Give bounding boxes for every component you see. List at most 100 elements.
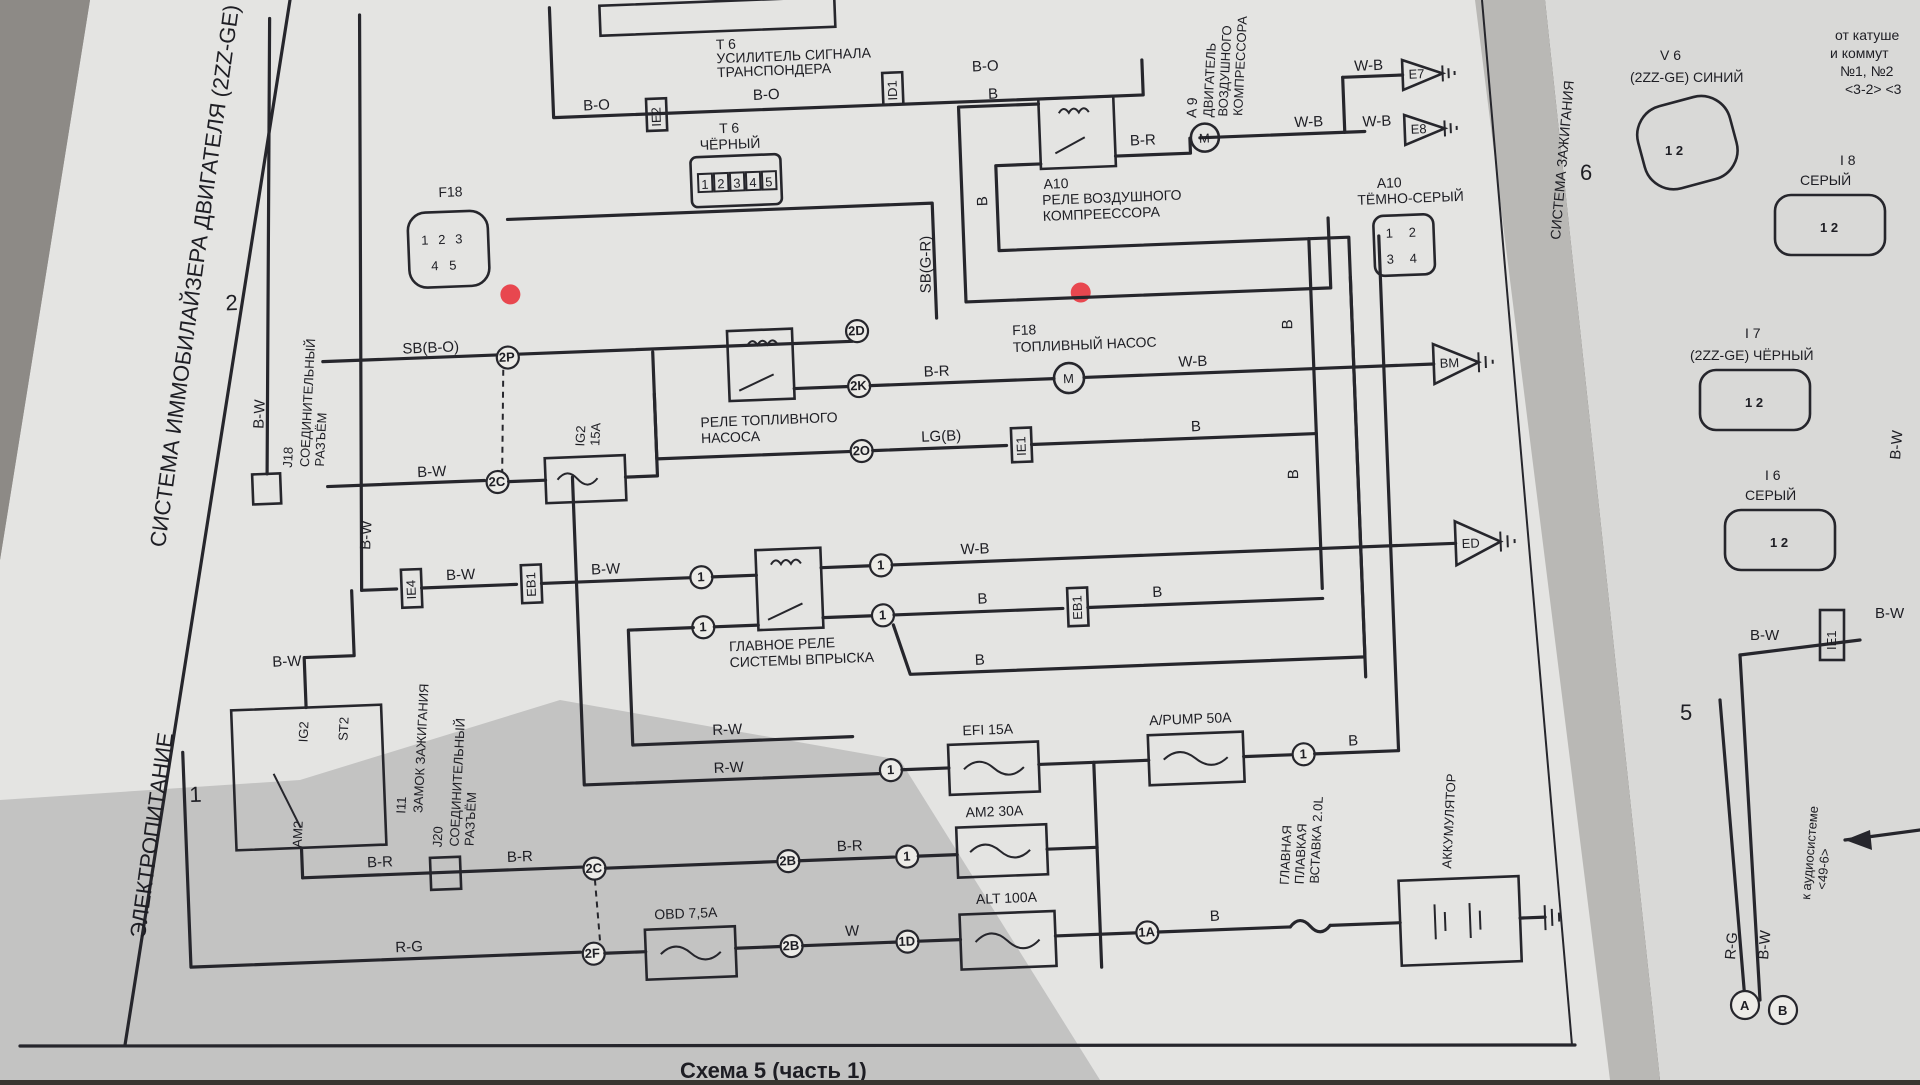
battery-label: АККУМУЛЯТОР <box>1439 773 1459 869</box>
wire-relay-sw-in <box>712 623 760 629</box>
id1-connector <box>880 70 905 107</box>
alt-fuse-label: ALT 100A <box>976 889 1038 907</box>
relay-coil-icon <box>770 558 802 567</box>
eb1-label-b: EB1 <box>1069 595 1085 620</box>
ig2-rating: 15A <box>587 422 603 446</box>
coil-note-4: <3-2> <3 <box>1845 81 1902 97</box>
svg-text:4: 4 <box>749 175 757 190</box>
wire-b-a10 <box>956 102 1333 304</box>
ground-wire <box>1341 75 1347 134</box>
wire-sbbo-left <box>321 353 500 364</box>
wire-bw-vertical-2 <box>357 13 364 592</box>
i7-connector-icon <box>1698 368 1812 432</box>
wire-label-br-pump: B-R <box>923 363 950 381</box>
pin-1a: 1A <box>1138 924 1156 940</box>
ground-symbol-icon <box>1443 120 1458 137</box>
v6-label: V 6 <box>1660 47 1681 63</box>
wire-label-bw-ign: B-W <box>272 653 303 671</box>
wire-label-bw-ie4: B-W <box>446 566 477 584</box>
ground-symbol-icon <box>1477 352 1494 373</box>
connector-link-dashed <box>593 879 602 947</box>
wire-br-pump <box>868 376 1056 388</box>
svg-text:2: 2 <box>717 176 725 191</box>
wire-label-sbgr: SB(G-R) <box>917 236 934 294</box>
right-ie1-label: IE1 <box>1824 630 1839 650</box>
svg-text:5: 5 <box>765 174 773 189</box>
wire-label-br-3: B-R <box>837 837 864 855</box>
audio-note-2: <49-6> <box>1814 848 1833 890</box>
fuse-element-icon <box>974 932 1041 950</box>
t6-connector-icon <box>689 152 784 209</box>
wire-label-bo-3: B-O <box>972 57 999 75</box>
wire-bw-main <box>539 576 693 586</box>
wire-b-eb1-out <box>1086 596 1325 610</box>
wire-ig2-out <box>302 589 356 710</box>
bottom-border-line <box>18 1043 1577 1048</box>
battery-cells-icon <box>1433 902 1482 940</box>
ie4-label: IE4 <box>403 580 419 600</box>
wire-bo-top <box>547 6 1145 120</box>
j18-name-2: РАЗЪЁМ <box>312 412 330 467</box>
wire-label-lgb: LG(B) <box>921 427 962 446</box>
wire-b-loop <box>891 275 1367 676</box>
wire-label-wb-ed: W-B <box>960 540 990 558</box>
hand-shadow <box>0 700 1100 1080</box>
section-number-1: 1 <box>189 782 202 807</box>
fuse-element-icon <box>969 843 1031 859</box>
wire-battery-ground <box>1518 915 1547 920</box>
svg-text:2: 2 <box>1408 225 1416 240</box>
i8-connector-icon <box>1773 193 1887 257</box>
wire-bw-j18 <box>326 478 487 489</box>
left-border-line <box>123 0 292 1047</box>
apump-fuse-label: A/PUMP 50A <box>1149 709 1232 728</box>
right-bw-1: B-W <box>1750 627 1780 644</box>
wire-br-am2 <box>797 855 896 863</box>
wire-label-b-a10-2: B <box>974 196 991 207</box>
svg-text:3: 3 <box>733 175 741 190</box>
i8-label: I 8 <box>1840 152 1856 168</box>
wire-obd-in <box>603 950 648 955</box>
ignition-key-icon <box>272 773 302 829</box>
wire-label-br-2: B-R <box>507 848 534 866</box>
fusible-link-icon <box>1288 918 1332 934</box>
wire-label-rw-2: R-W <box>713 759 744 777</box>
wire-b-apump <box>1313 234 1401 756</box>
connector-pin-2p <box>495 345 520 370</box>
i8-color: СЕРЫЙ <box>1800 171 1851 188</box>
svg-text:2: 2 <box>438 232 446 247</box>
i6-connector-icon <box>1723 508 1837 572</box>
ground-bm-icon <box>1431 342 1482 387</box>
wire-label-rw-1: R-W <box>712 721 743 739</box>
alt-fuse <box>958 909 1058 971</box>
pin-2d-a: 2D <box>848 323 865 339</box>
efi-fuse-label: EFI 15A <box>962 720 1014 738</box>
wire-label-bw-v1: B-W <box>250 398 268 429</box>
wire-relay-sw-out <box>821 614 875 620</box>
right-bw-2: B-W <box>1875 605 1905 622</box>
wire-b-ie1 <box>1029 431 1318 447</box>
a10-air-relay <box>1036 94 1118 171</box>
wire-b-fusible <box>1156 925 1292 934</box>
wire-rw-2 <box>570 475 881 787</box>
coil-note-1: от катуше <box>1835 27 1899 43</box>
ground-e8: E8 <box>1410 121 1426 137</box>
wire-b-right-vertical <box>1307 237 1324 591</box>
wire-2c-ig2 <box>506 478 548 484</box>
wire-label-w: W <box>845 922 861 940</box>
id1-label: ID1 <box>884 80 900 101</box>
top-component-box <box>598 0 837 38</box>
wire-label-br-1: B-R <box>367 853 394 871</box>
fuel-pump-m: M <box>1063 371 1074 386</box>
connector-pin-2d <box>844 319 870 344</box>
page-gutter <box>1475 0 1660 1080</box>
right-border-line <box>1481 0 1573 1046</box>
wire-br-ign <box>301 865 585 880</box>
coil-note-2: и коммут <box>1830 45 1889 61</box>
svg-text:1: 1 <box>701 177 709 192</box>
t6-pins: 1 2 3 4 5 <box>696 170 778 194</box>
a9-name-1: ДВИГАТЕЛЬ <box>1200 43 1219 118</box>
relay-switch-icon <box>1054 136 1086 155</box>
am2-fuse-label: AM2 30A <box>965 802 1024 820</box>
